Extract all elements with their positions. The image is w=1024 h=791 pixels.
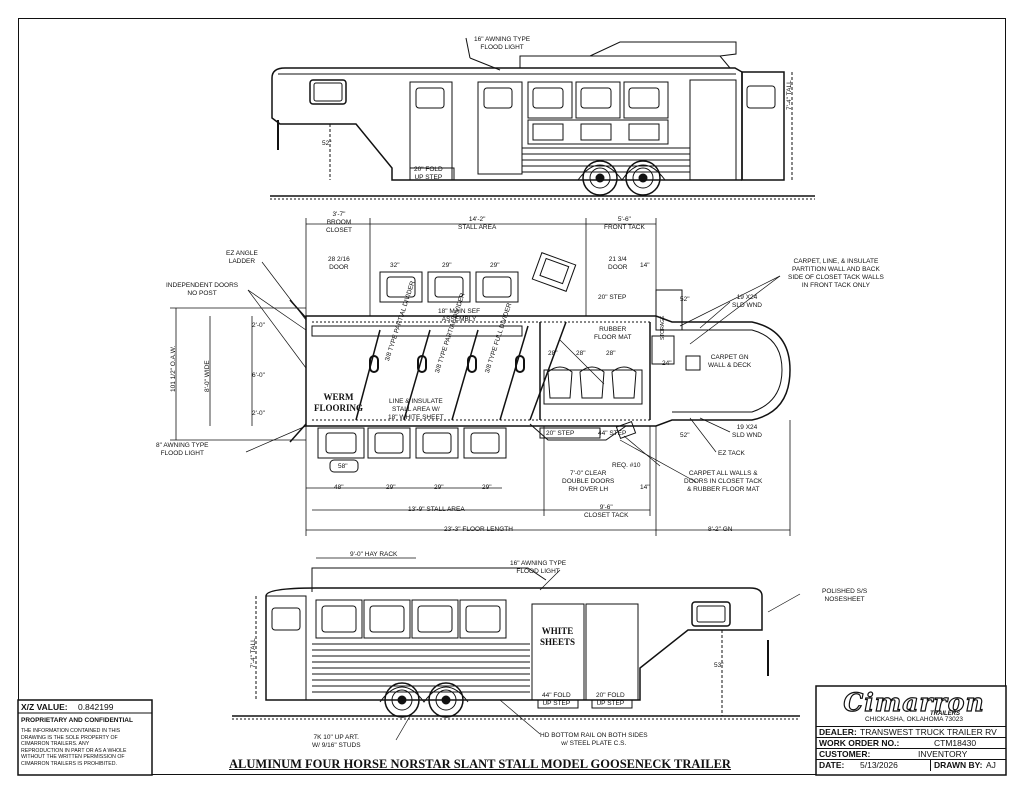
xz-value: X/Z VALUE: 0.842199 xyxy=(21,702,114,712)
window-dim-2: 29" xyxy=(442,262,452,269)
front-tack-dim: 5'-6"FRONT TACK xyxy=(604,216,645,231)
slant-dividers xyxy=(355,321,567,421)
top-drop-windows xyxy=(527,81,669,145)
bottom-slats xyxy=(312,643,530,693)
plan-top-windows xyxy=(379,271,519,303)
dim-44-label: 44" STEP xyxy=(598,430,627,437)
company-location: CHICKASHA, OKLAHOMA 73023 xyxy=(865,716,963,723)
saddle-racks xyxy=(543,366,643,405)
gn-dim: 8'-2" GN xyxy=(708,526,733,533)
saddle-dim-2: 28" xyxy=(576,350,586,357)
drawing-title: ALUMINUM FOUR HORSE NORSTAR SLANT STALL … xyxy=(229,757,731,771)
title-block-frame xyxy=(815,685,1007,776)
drawing-border xyxy=(18,18,1006,775)
bottom-window-dim-5: 14" xyxy=(640,484,650,491)
top-height-label: 7'-4" TALL xyxy=(786,80,793,110)
bottom-height-label: 7'-4" TALL xyxy=(250,638,257,668)
dim-left-3: 2'-0" xyxy=(252,410,265,417)
bottom-window-dim-3: 29" xyxy=(434,484,444,491)
bottom-elevation xyxy=(232,557,801,741)
plan-leaders xyxy=(245,261,781,483)
dim-24: 24" xyxy=(662,360,672,367)
ez-tack-label: EZ TACK xyxy=(718,450,745,457)
req-label: REQ. #10 xyxy=(612,462,641,469)
stall-area-dim: 14'-2"STALL AREA xyxy=(458,216,497,231)
top-neck-dim: 52" xyxy=(322,140,332,147)
title-block: DEALER: TRANSWEST TRUCK TRAILER RV WORK … xyxy=(816,726,1006,775)
fold-step-top: 20" STEP xyxy=(598,294,627,301)
dealer-row: DEALER: TRANSWEST TRUCK TRAILER RV xyxy=(816,726,1006,738)
stall-area-bottom: 13'-9" STALL AREA xyxy=(408,506,465,513)
oaw-label: 101 1/2" O.A.W. xyxy=(170,345,177,392)
trailers-logo-text: TRAILERS xyxy=(930,711,960,717)
date-row: DATE: 5/13/2026 DRAWN BY: AJ xyxy=(816,759,1006,771)
dim-left-2: 6'-0" xyxy=(252,372,265,379)
saddle-dim-3: 28" xyxy=(606,350,616,357)
top-elevation xyxy=(270,37,815,200)
axle-label: 7K 10" UP ART.W/ 9/16" STUDS xyxy=(312,734,361,749)
box-58-label: 58" xyxy=(338,463,348,470)
storage-label: STORAGE xyxy=(660,315,666,340)
cimarron-logo: Cimarron xyxy=(843,687,985,717)
closet-tack-dim: 9'-6"CLOSET TACK xyxy=(584,504,629,519)
bottom-window-dim-4: 29" xyxy=(482,484,492,491)
bottom-window-dim-2: 29" xyxy=(386,484,396,491)
confidential-heading: PROPRIETARY AND CONFIDENTIAL xyxy=(21,717,133,724)
dim-14-top: 14" xyxy=(640,262,650,269)
customer-row: CUSTOMER: INVENTORY xyxy=(816,748,1006,760)
bottom-window-dim-1: 48" xyxy=(334,484,344,491)
hay-rack-label: 9'-0" HAY RACK xyxy=(350,551,398,558)
carpet-all-label: CARPET ALL WALLS &DOORS IN CLOSET TACK& … xyxy=(684,470,763,493)
plan-bottom-windows xyxy=(317,427,507,473)
wide-label: 8'-0" WIDE xyxy=(204,360,211,392)
work-order-row: WORK ORDER NO.: CTM18430 xyxy=(816,737,1006,749)
dim-left-1: 2'-0" xyxy=(252,322,265,329)
bottom-windows xyxy=(315,599,507,639)
window-dim-3: 29" xyxy=(490,262,500,269)
window-dim-1: 32" xyxy=(390,262,400,269)
plan-dimensions xyxy=(170,218,791,536)
fold-step-bottom: 20" STEP xyxy=(546,430,575,437)
dim-52-top: 52" xyxy=(680,296,690,303)
dim-52-bottom: 52" xyxy=(680,432,690,439)
top-slats xyxy=(522,147,690,173)
floor-length-dim: 23'-3" FLOOR LENGTH xyxy=(444,526,513,533)
horse-heads xyxy=(369,355,525,373)
bottom-neck-dim: 53" xyxy=(714,662,724,669)
plan-view xyxy=(170,218,791,536)
saddle-dim-1: 28" xyxy=(548,350,558,357)
